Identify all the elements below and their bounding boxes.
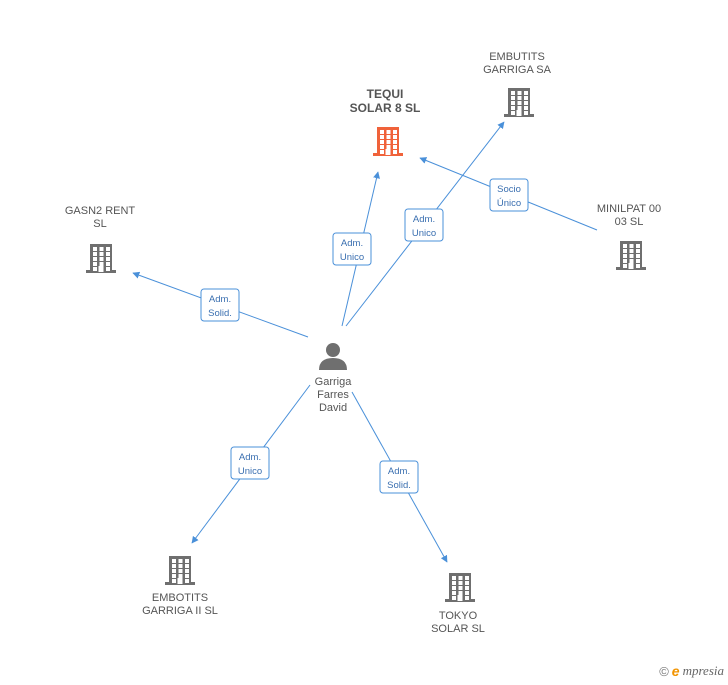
- company-name-line: GARRIGA SA: [483, 64, 552, 76]
- company-name-line: TOKYO: [439, 610, 478, 622]
- building-icon: [504, 88, 534, 117]
- company-name-line: TEQUI: [367, 87, 404, 101]
- edge-center-gasn2: Adm. Solid.: [132, 271, 309, 338]
- edge-center-embutits: Adm. Unico: [345, 121, 505, 327]
- company-name-line: SOLAR 8 SL: [350, 101, 421, 115]
- edge-label-text: Adm.: [341, 238, 363, 249]
- edge-label-box: [200, 288, 240, 322]
- edge-label-box: [230, 446, 270, 480]
- edge-label-text: Adm.: [239, 452, 261, 463]
- company-name-line: EMBUTITS: [489, 51, 545, 63]
- edges-layer: Adm.UnicoAdm.UnicoAdm.Solid.SocioÚnicoAd…: [132, 121, 598, 563]
- edge-center-embotits: Adm. Unico: [191, 384, 311, 544]
- company-name-line: GASN2 RENT: [65, 205, 136, 217]
- edge-center-tokyo: Adm. Solid.: [351, 391, 448, 563]
- person-name-line: Garriga: [315, 376, 353, 388]
- edge-label-text: Adm.: [413, 214, 435, 225]
- edge-label-text: Unico: [340, 252, 364, 263]
- building-icon: [165, 556, 195, 585]
- building-icon: [373, 127, 403, 156]
- edge-label-text: Solid.: [387, 480, 411, 491]
- brand-initial: e: [671, 663, 680, 679]
- edge-label-box: [489, 178, 529, 212]
- edge-label-text: Único: [497, 198, 521, 209]
- edge-label-box: [404, 208, 444, 242]
- company-name-line: EMBOTITS: [152, 592, 208, 604]
- edge-label-text: Adm.: [388, 466, 410, 477]
- company-name-line: 03 SL: [615, 216, 644, 228]
- edge-label-text: Unico: [238, 466, 262, 477]
- edge-center-tequi: Adm. Unico: [332, 171, 380, 327]
- edge-label-text: Adm.: [209, 294, 231, 305]
- building-icon: [86, 244, 116, 273]
- company-name-line: MINILPAT 00: [597, 203, 661, 215]
- edge-label-text: Solid.: [208, 308, 232, 319]
- building-icon: [616, 241, 646, 270]
- person-name-line: David: [319, 402, 347, 414]
- edge-label-box: [332, 232, 372, 266]
- person-icon: [319, 343, 347, 370]
- brand-name: mpresia: [682, 663, 724, 678]
- edge-label-box: [379, 460, 419, 494]
- person-name-line: Farres: [317, 389, 349, 401]
- copyright-symbol: ©: [659, 663, 669, 679]
- company-name-line: SOLAR SL: [431, 623, 485, 635]
- edge-label-text: Socio: [497, 184, 521, 195]
- building-icon: [445, 573, 475, 602]
- company-name-line: GARRIGA II SL: [142, 605, 218, 617]
- company-name-line: SL: [93, 218, 106, 230]
- edge-label-text: Unico: [412, 228, 436, 239]
